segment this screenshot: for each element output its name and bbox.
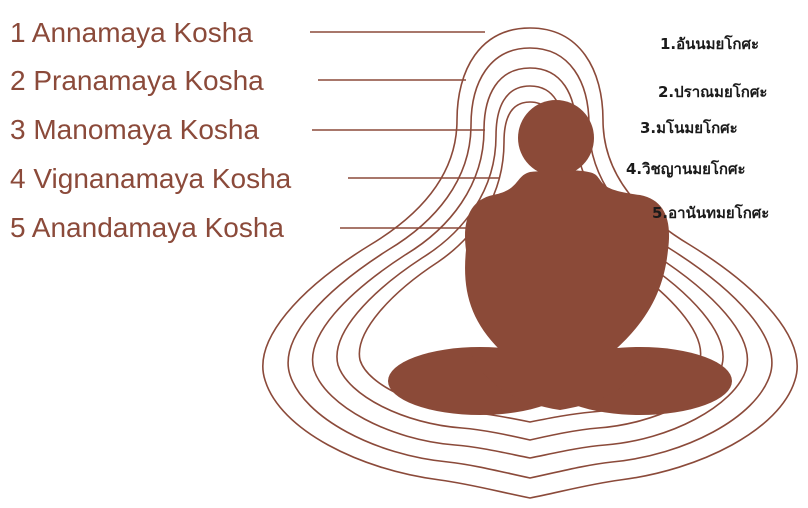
english-label-5: 5 Anandamaya Kosha bbox=[10, 212, 284, 243]
english-label-1: 1 Annamaya Kosha bbox=[10, 17, 253, 48]
thai-labels: 1.อันนมยโกศะ 2.ปราณมยโกศะ 3.มโนมยโกศะ 4.… bbox=[626, 34, 769, 222]
thai-label-4: 4.วิชญานมยโกศะ bbox=[626, 159, 746, 178]
seated-figure bbox=[388, 100, 732, 415]
figure-lap bbox=[470, 350, 650, 410]
thai-label-3: 3.มโนมยโกศะ bbox=[640, 118, 738, 137]
thai-label-1: 1.อันนมยโกศะ bbox=[660, 34, 759, 53]
thai-label-5: 5.อานันทมยโกศะ bbox=[652, 203, 769, 222]
leader-lines bbox=[310, 31, 500, 229]
english-labels: 1 Annamaya Kosha 2 Pranamaya Kosha 3 Man… bbox=[10, 17, 292, 243]
english-label-3: 3 Manomaya Kosha bbox=[10, 114, 259, 145]
thai-label-2: 2.ปราณมยโกศะ bbox=[658, 82, 767, 101]
english-label-4: 4 Vignanamaya Kosha bbox=[10, 163, 292, 194]
english-label-2: 2 Pranamaya Kosha bbox=[10, 65, 264, 96]
figure-head bbox=[518, 100, 594, 176]
figure-torso bbox=[465, 170, 670, 350]
